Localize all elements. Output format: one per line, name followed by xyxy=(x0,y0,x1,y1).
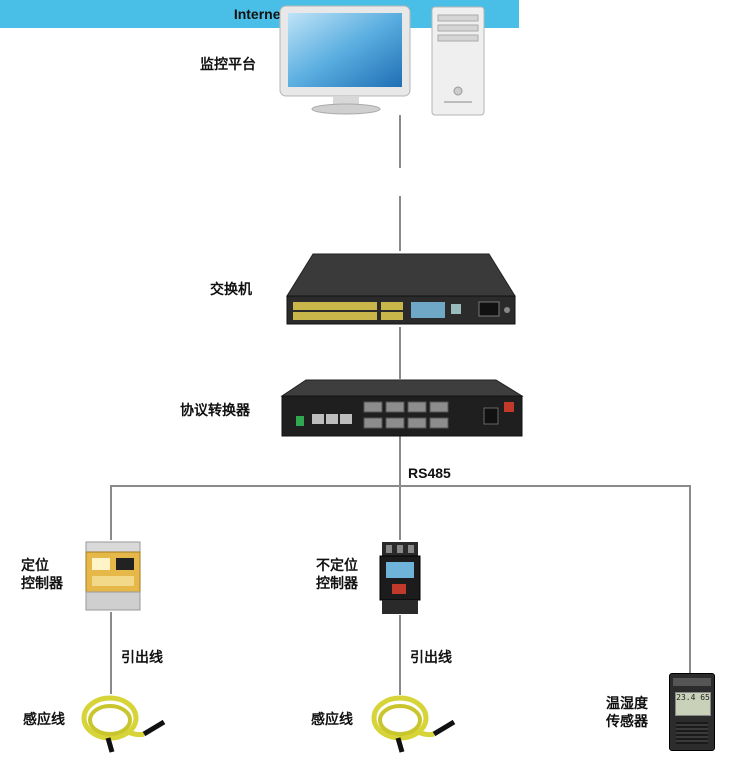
monitor-icon xyxy=(279,5,411,115)
sensing-cable-left-icon xyxy=(81,695,166,753)
switch-device-icon xyxy=(286,253,516,325)
line-switch-converter xyxy=(399,327,401,379)
platform-label: 监控平台 xyxy=(200,56,256,72)
th-sensor-label-line1: 温湿度 xyxy=(606,695,648,711)
line-bus-th-sensor xyxy=(689,485,691,673)
sensing-cable-right-icon xyxy=(371,695,456,753)
internet-label: Internet xyxy=(233,6,286,22)
computer-tower-icon xyxy=(431,6,485,116)
sensing-cable-right-label: 感应线 xyxy=(311,711,353,727)
fixed-controller-label-line1: 定位 xyxy=(21,557,49,573)
sensing-cable-left-label: 感应线 xyxy=(23,711,65,727)
line-pc-internet xyxy=(399,115,401,168)
rs485-label: RS485 xyxy=(408,465,451,481)
line-bus-fixed-controller xyxy=(110,485,112,540)
nonfixed-controller-label: 不定位 控制器 xyxy=(316,556,358,592)
th-sensor-label-line2: 传感器 xyxy=(606,713,648,729)
switch-label: 交换机 xyxy=(210,281,252,297)
nonfixed-controller-label-line1: 不定位 xyxy=(316,557,358,573)
th-sensor-device: 23.4 65 xyxy=(669,673,715,751)
converter-label: 协议转换器 xyxy=(180,402,250,418)
line-bus-nonfixed-controller xyxy=(399,485,401,540)
fixed-controller-label-line2: 控制器 xyxy=(21,575,63,591)
line-internet-switch xyxy=(399,196,401,251)
line-nonfixed-controller-cable xyxy=(399,615,401,695)
th-sensor-vent xyxy=(676,722,708,744)
th-sensor-screen: 23.4 65 xyxy=(675,692,711,716)
line-fixed-controller-cable xyxy=(110,612,112,694)
line-converter-bus xyxy=(399,436,401,486)
lead-wire-right-label: 引出线 xyxy=(410,649,452,665)
nonfixed-controller-label-line2: 控制器 xyxy=(316,575,358,591)
lead-wire-left-label: 引出线 xyxy=(121,649,163,665)
nonfixed-controller-icon xyxy=(379,542,421,614)
fixed-controller-label: 定位 控制器 xyxy=(21,556,63,592)
th-sensor-top-strip xyxy=(673,678,711,686)
protocol-converter-icon xyxy=(280,379,524,437)
th-sensor-label: 温湿度 传感器 xyxy=(606,694,648,730)
fixed-controller-icon xyxy=(85,541,141,611)
